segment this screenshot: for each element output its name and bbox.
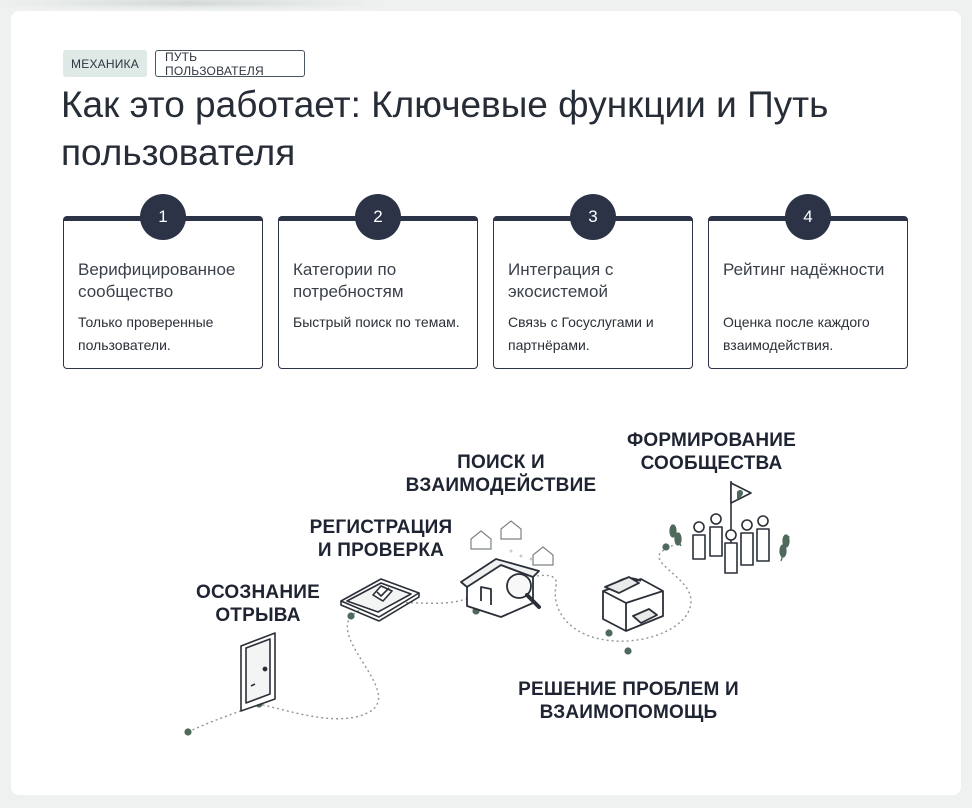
tag-list: МЕХАНИКА ПУТЬ ПОЛЬЗОВАТЕЛЯ [63, 50, 305, 78]
top-shadow [0, 0, 380, 6]
path-node [662, 543, 670, 551]
feature-heading: Рейтинг надёжности [723, 260, 885, 279]
stage-label: РЕШЕНИЕ ПРОБЛЕМ И ВЗАИМОПОМОЩЬ [518, 679, 739, 723]
feature-card-3: Интеграция с экосистемой Связь с Госуслу… [493, 216, 693, 369]
feature-description: Быстрый поиск по темам. [293, 314, 460, 330]
feature-card-2: Категории по потребностям Быстрый поиск … [278, 216, 478, 369]
path-node [347, 612, 355, 620]
stage-label: ПОИСК И ВЗАИМОДЕЙСТВИЕ [405, 452, 597, 496]
path-node [605, 629, 613, 637]
journey-illustration [184, 481, 790, 736]
feature-card-4: Рейтинг надёжности Оценка после каждого … [708, 216, 908, 369]
feature-number-badge: 4 [785, 194, 831, 240]
small-house-icons [470, 520, 554, 566]
house-magnifier-icon [460, 558, 541, 618]
feature-card-1: Верифицированное сообщество Только прове… [63, 216, 263, 369]
feature-number-badge: 3 [570, 194, 616, 240]
feature-number-badge: 2 [355, 194, 401, 240]
journey-path [187, 540, 692, 733]
leaf-icon [669, 524, 790, 562]
feature-cards: Верифицированное сообщество Только прове… [63, 194, 910, 374]
door-icon [240, 632, 276, 712]
tag-user-journey[interactable]: ПУТЬ ПОЛЬЗОВАТЕЛЯ [155, 50, 305, 78]
path-node [184, 728, 192, 736]
tag-mechanics[interactable]: МЕХАНИКА [63, 50, 147, 77]
toolbox-hands-icon [602, 576, 664, 632]
content-card: МЕХАНИКА ПУТЬ ПОЛЬЗОВАТЕЛЯ Как это работ… [11, 11, 961, 795]
feature-description: Связь с Госуслугами и партнёрами. [508, 314, 654, 353]
feature-heading: Верифицированное сообщество [78, 260, 236, 301]
feature-heading: Категории по потребностям [293, 260, 404, 301]
feature-description: Оценка после каждого взаимодействия. [723, 314, 870, 353]
stage-label: ФОРМИРОВАНИЕ СООБЩЕСТВА [626, 430, 797, 474]
page-title: Как это работает: Ключевые функции и Пут… [61, 84, 829, 173]
dots-decor [509, 549, 533, 561]
stage-label: ОСОЗНАНИЕ ОТРЫВА [195, 582, 320, 626]
stage-label: РЕГИСТРАЦИЯ И ПРОВЕРКА [309, 517, 453, 561]
tablet-check-icon [340, 578, 420, 622]
feature-description: Только проверенные пользователи. [78, 314, 214, 353]
feature-heading: Интеграция с экосистемой [508, 260, 614, 301]
user-journey-diagram: ОСОЗНАНИЕ ОТРЫВА РЕГИСТРАЦИЯ И ПРОВЕРКА … [171, 411, 811, 751]
path-node [624, 647, 632, 655]
feature-number-badge: 1 [140, 194, 186, 240]
community-flag-icon [692, 481, 770, 574]
